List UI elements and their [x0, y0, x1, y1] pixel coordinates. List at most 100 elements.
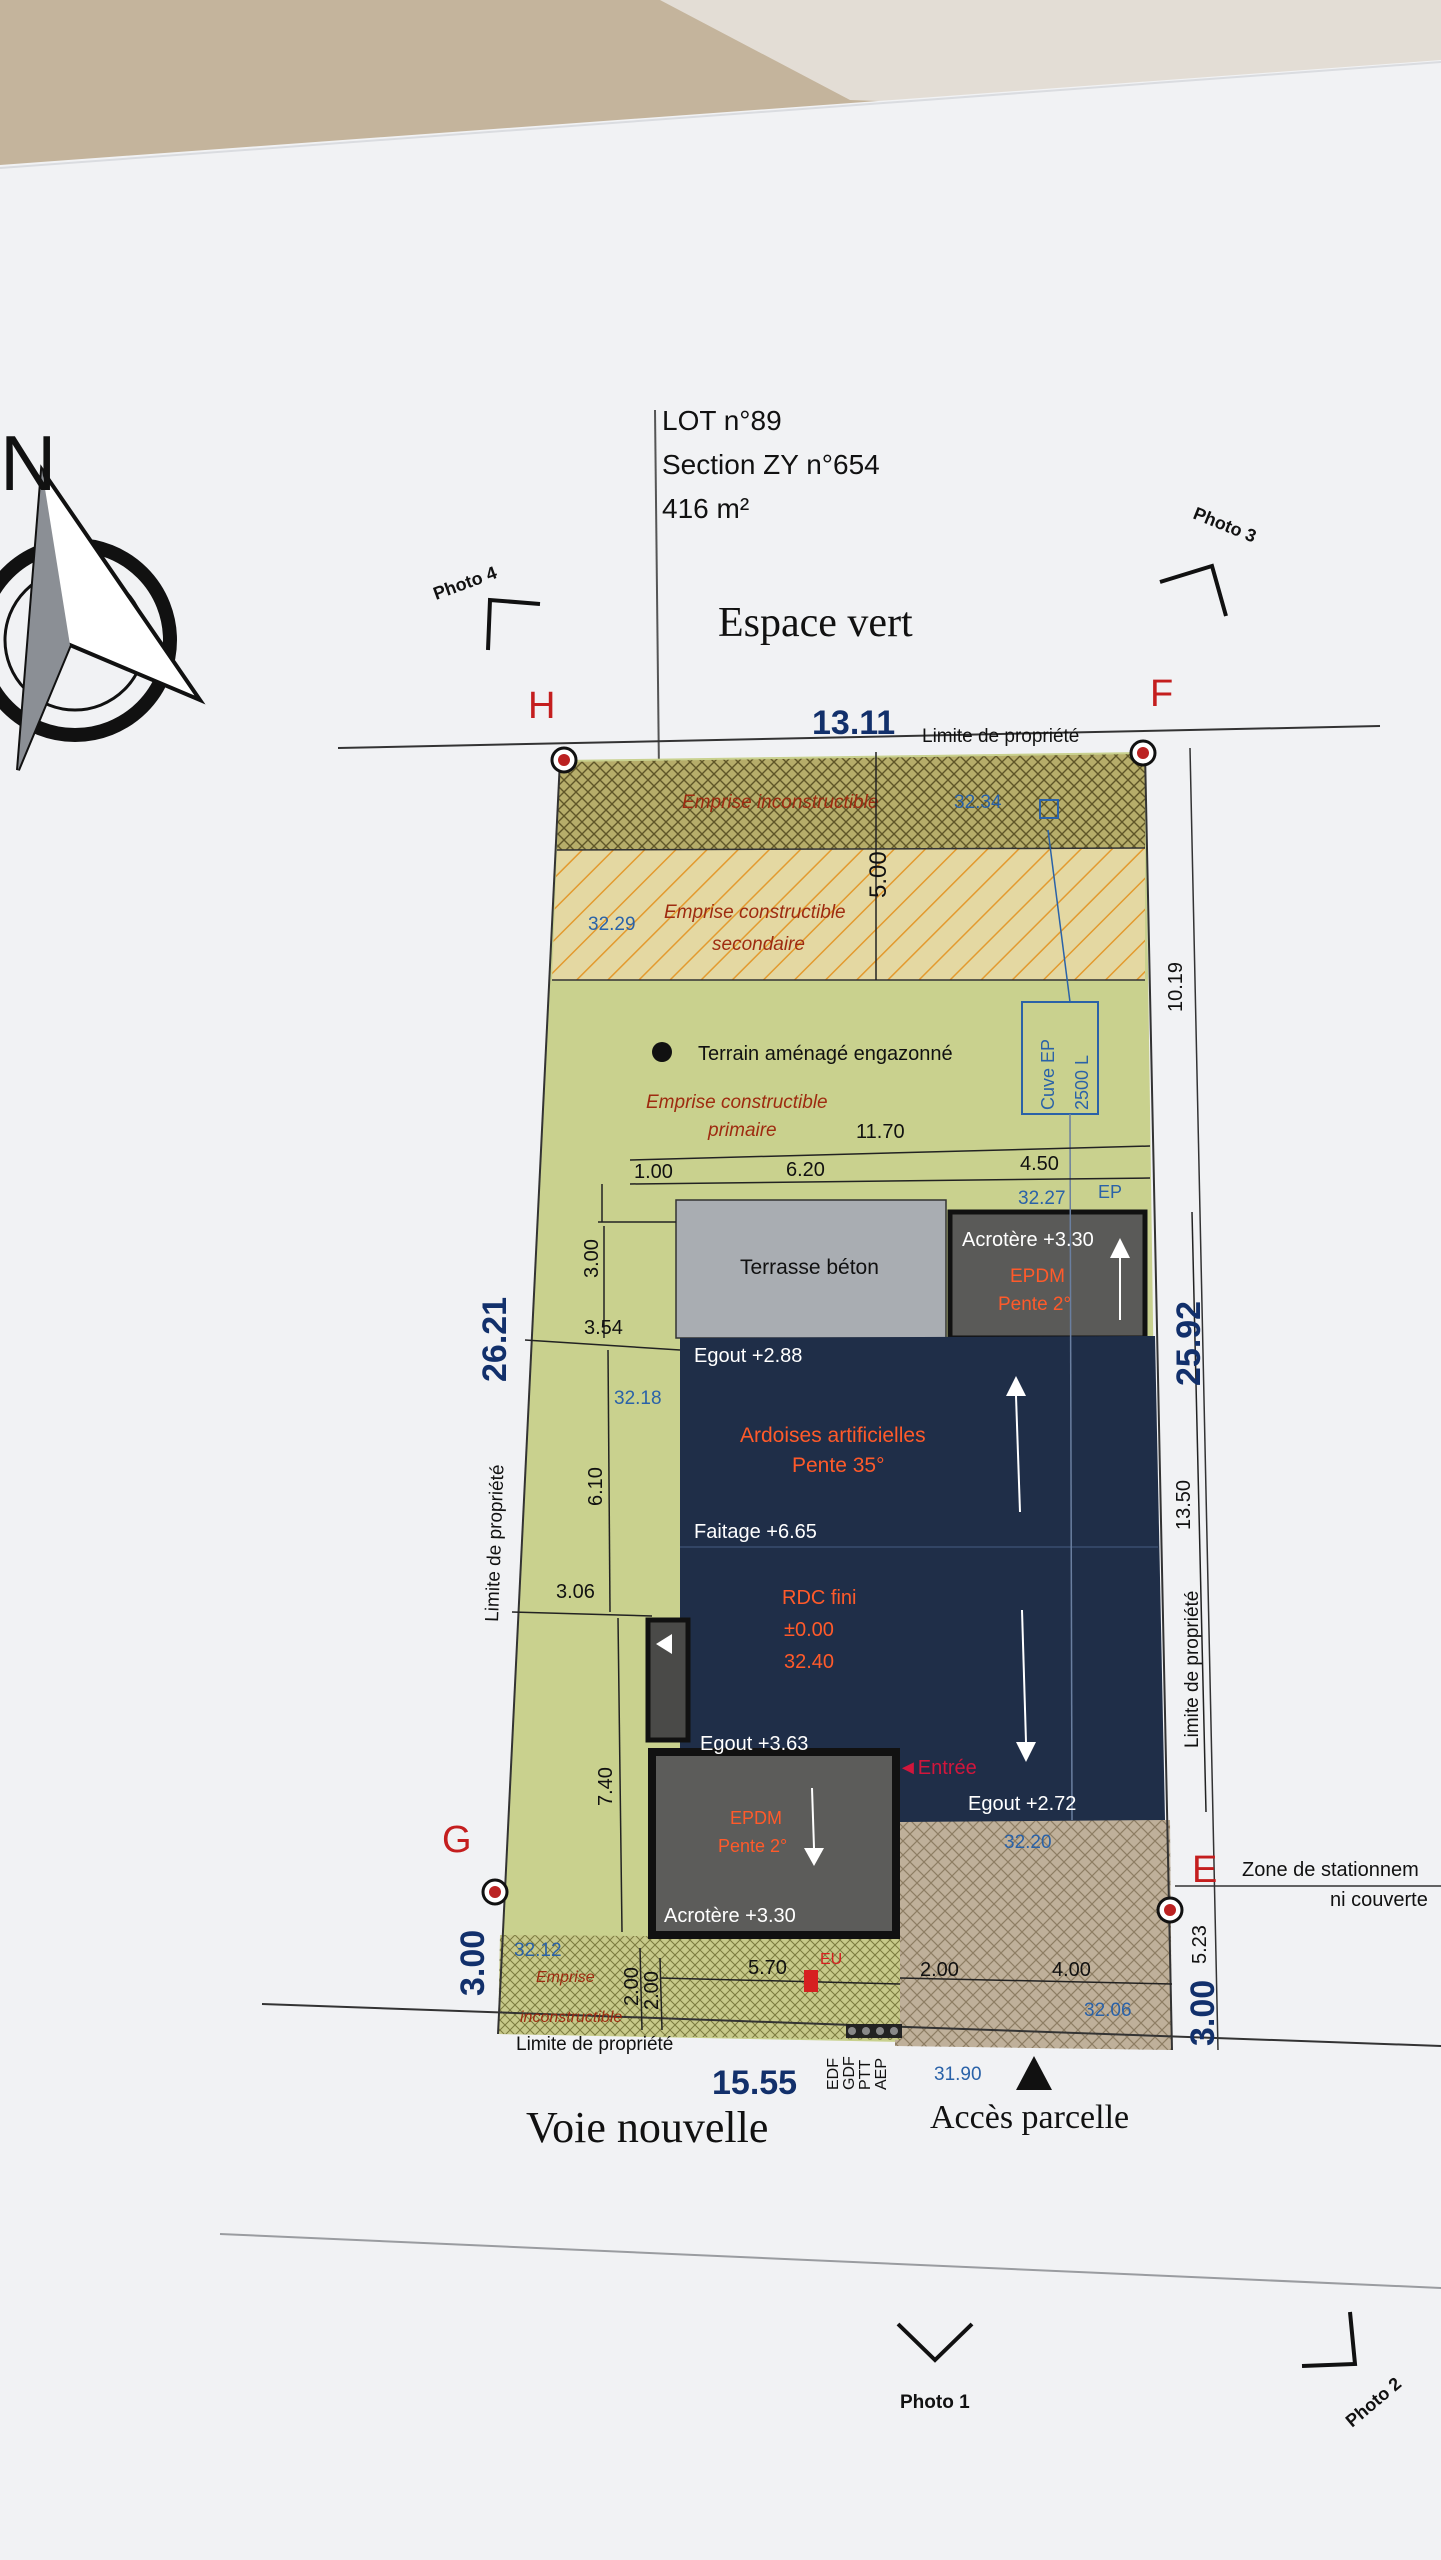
lot-info: LOT n°89 Section ZY n°654 416 m²	[662, 405, 880, 524]
label-inconstructible-top: Emprise inconstructible	[682, 792, 878, 813]
network-ptt: PTT	[857, 2060, 874, 2090]
dim-left-length: 26.21	[476, 1297, 514, 1382]
ep-label: EP	[1098, 1182, 1122, 1202]
level-3206: 32.06	[1084, 2000, 1132, 2021]
label-secondaire-1: Emprise constructible	[664, 902, 846, 923]
entree-label: ◄Entrée	[898, 1757, 977, 1779]
epdm-top-label-2: Pente 2°	[998, 1294, 1071, 1315]
dim-right-top: 10.19	[1165, 962, 1187, 1012]
zone-stationnement-label-1: Zone de stationnem	[1242, 1859, 1419, 1881]
corner-h: H	[528, 685, 578, 774]
acces-arrow-icon	[1016, 2056, 1052, 2090]
svg-text:E: E	[1192, 1849, 1217, 1891]
acrotere-top-label: Acrotère +3.30	[962, 1229, 1094, 1251]
dim-right-mid: 13.50	[1173, 1480, 1195, 1530]
terrasse-beton	[675, 1199, 947, 1339]
dim-620: 6.20	[786, 1159, 825, 1181]
eu-marker: EU	[804, 1951, 842, 1992]
dim-450: 4.50	[1020, 1153, 1059, 1175]
level-values: 32.34 32.29 32.27 32.18 32.20 32.12 32.0…	[514, 792, 1132, 2085]
ardoises-label-1: Ardoises artificielles	[740, 1424, 926, 1447]
dim-740: 7.40	[595, 1767, 617, 1806]
zone-inconstructible-bottom	[498, 1935, 900, 2040]
zone-inconstructible-top	[557, 754, 1145, 850]
dimension-values: 10.19 13.50 5.23 5.00 11.70 1.00 6.20 4.…	[556, 851, 1211, 2010]
svg-text:EU: EU	[820, 1951, 842, 1968]
limite-bottom-label: Limite de propriété	[516, 2034, 673, 2055]
svg-text:H: H	[528, 685, 555, 727]
level-3220: 32.20	[1004, 1832, 1052, 1853]
parking-zone	[895, 1820, 1172, 2050]
network-boxes: EDF GDF PTT AEP	[825, 2024, 902, 2090]
espace-vert-label: Espace vert	[718, 600, 913, 646]
rdc-label-3: 32.40	[784, 1651, 834, 1673]
lot-section: Section ZY n°654	[662, 449, 880, 480]
svg-text:G: G	[442, 1819, 472, 1861]
dim-570: 5.70	[748, 1957, 787, 1979]
lot-area: 416 m²	[662, 493, 749, 524]
epdm-roof-bottom	[648, 1748, 900, 1939]
egout-right-label: Egout +2.72	[968, 1793, 1076, 1815]
level-3212: 32.12	[514, 1940, 562, 1961]
dim-top-width: 13.11	[812, 704, 895, 742]
rdc-label-1: RDC fini	[782, 1587, 856, 1609]
egout-top-label: Egout +2.88	[694, 1345, 802, 1367]
label-primaire-2: primaire	[707, 1120, 777, 1141]
network-aep: AEP	[873, 2058, 890, 2090]
dim-left-small: 3.00	[454, 1930, 492, 1996]
corner-e: E	[1156, 1849, 1217, 1924]
network-gdf: GDF	[841, 2056, 858, 2090]
ardoises-label-2: Pente 35°	[792, 1454, 884, 1477]
corner-f: F	[1129, 673, 1173, 767]
label-inconstructible-bottom-2: inconstructible	[520, 2009, 622, 2026]
dim-right-length: 25.92	[1170, 1301, 1208, 1386]
north-arrow-icon: N	[0, 419, 206, 771]
limite-top-label: Limite de propriété	[922, 726, 1079, 747]
dim-306: 3.06	[556, 1581, 595, 1603]
north-label: N	[0, 419, 56, 507]
epdm-bottom-label-1: EPDM	[730, 1808, 782, 1828]
zone-constructible-secondaire	[552, 848, 1145, 980]
dimension-lines	[511, 752, 1207, 2031]
acrotere-bottom-label: Acrotère +3.30	[664, 1905, 796, 1927]
acces-parcelle-label: Accès parcelle	[930, 2099, 1129, 2136]
svg-text:F: F	[1150, 673, 1173, 715]
dim-200a: 2.00	[621, 1967, 643, 2006]
voie-nouvelle-label: Voie nouvelle	[526, 2103, 768, 2152]
label-inconstructible-bottom-1: Emprise	[536, 1969, 595, 1986]
level-3229: 32.29	[588, 914, 636, 935]
photo-1-marker: Photo 1	[896, 2322, 974, 2413]
dim-right-bot: 5.23	[1189, 1925, 1211, 1964]
dim-300: 3.00	[581, 1239, 603, 1278]
network-edf: EDF	[825, 2058, 842, 2090]
limite-right-label: Limite de propriété	[1182, 1591, 1203, 1748]
rdc-label-2: ±0.00	[784, 1619, 834, 1641]
level-3234: 32.34	[954, 792, 1002, 813]
svg-text:Cuve EP: Cuve EP	[1038, 1039, 1058, 1110]
roof-ardoises	[680, 1336, 1165, 1822]
level-3227: 32.27	[1018, 1188, 1066, 1209]
dim-610: 6.10	[585, 1467, 607, 1506]
label-secondaire-2: secondaire	[712, 934, 805, 955]
terrasse-label: Terrasse béton	[740, 1256, 879, 1279]
level-3218: 32.18	[614, 1388, 662, 1409]
label-primaire-1: Emprise constructible	[646, 1092, 828, 1113]
dim-400: 4.00	[1052, 1959, 1091, 1981]
epdm-roof-top	[947, 1209, 1148, 1341]
dim-100: 1.00	[634, 1161, 673, 1183]
corner-g: G	[442, 1819, 509, 1906]
dim-right-small: 3.00	[1184, 1980, 1222, 2046]
faitage-label: Faitage +6.65	[694, 1521, 817, 1543]
dim-500: 5.00	[865, 851, 892, 898]
dim-200b: 2.00	[641, 1971, 663, 2010]
lot-number: LOT n°89	[662, 405, 782, 436]
svg-text:2500 L: 2500 L	[1072, 1055, 1092, 1110]
zone-stationnement-label-2: ni couverte	[1330, 1889, 1428, 1911]
terrain-marker	[652, 1042, 672, 1062]
epdm-bottom-label-2: Pente 2°	[718, 1836, 787, 1856]
dim-1170: 11.70	[856, 1121, 905, 1143]
limite-top-line	[337, 725, 1381, 749]
dim-200c: 2.00	[920, 1959, 959, 1981]
level-3190: 31.90	[934, 2064, 982, 2085]
